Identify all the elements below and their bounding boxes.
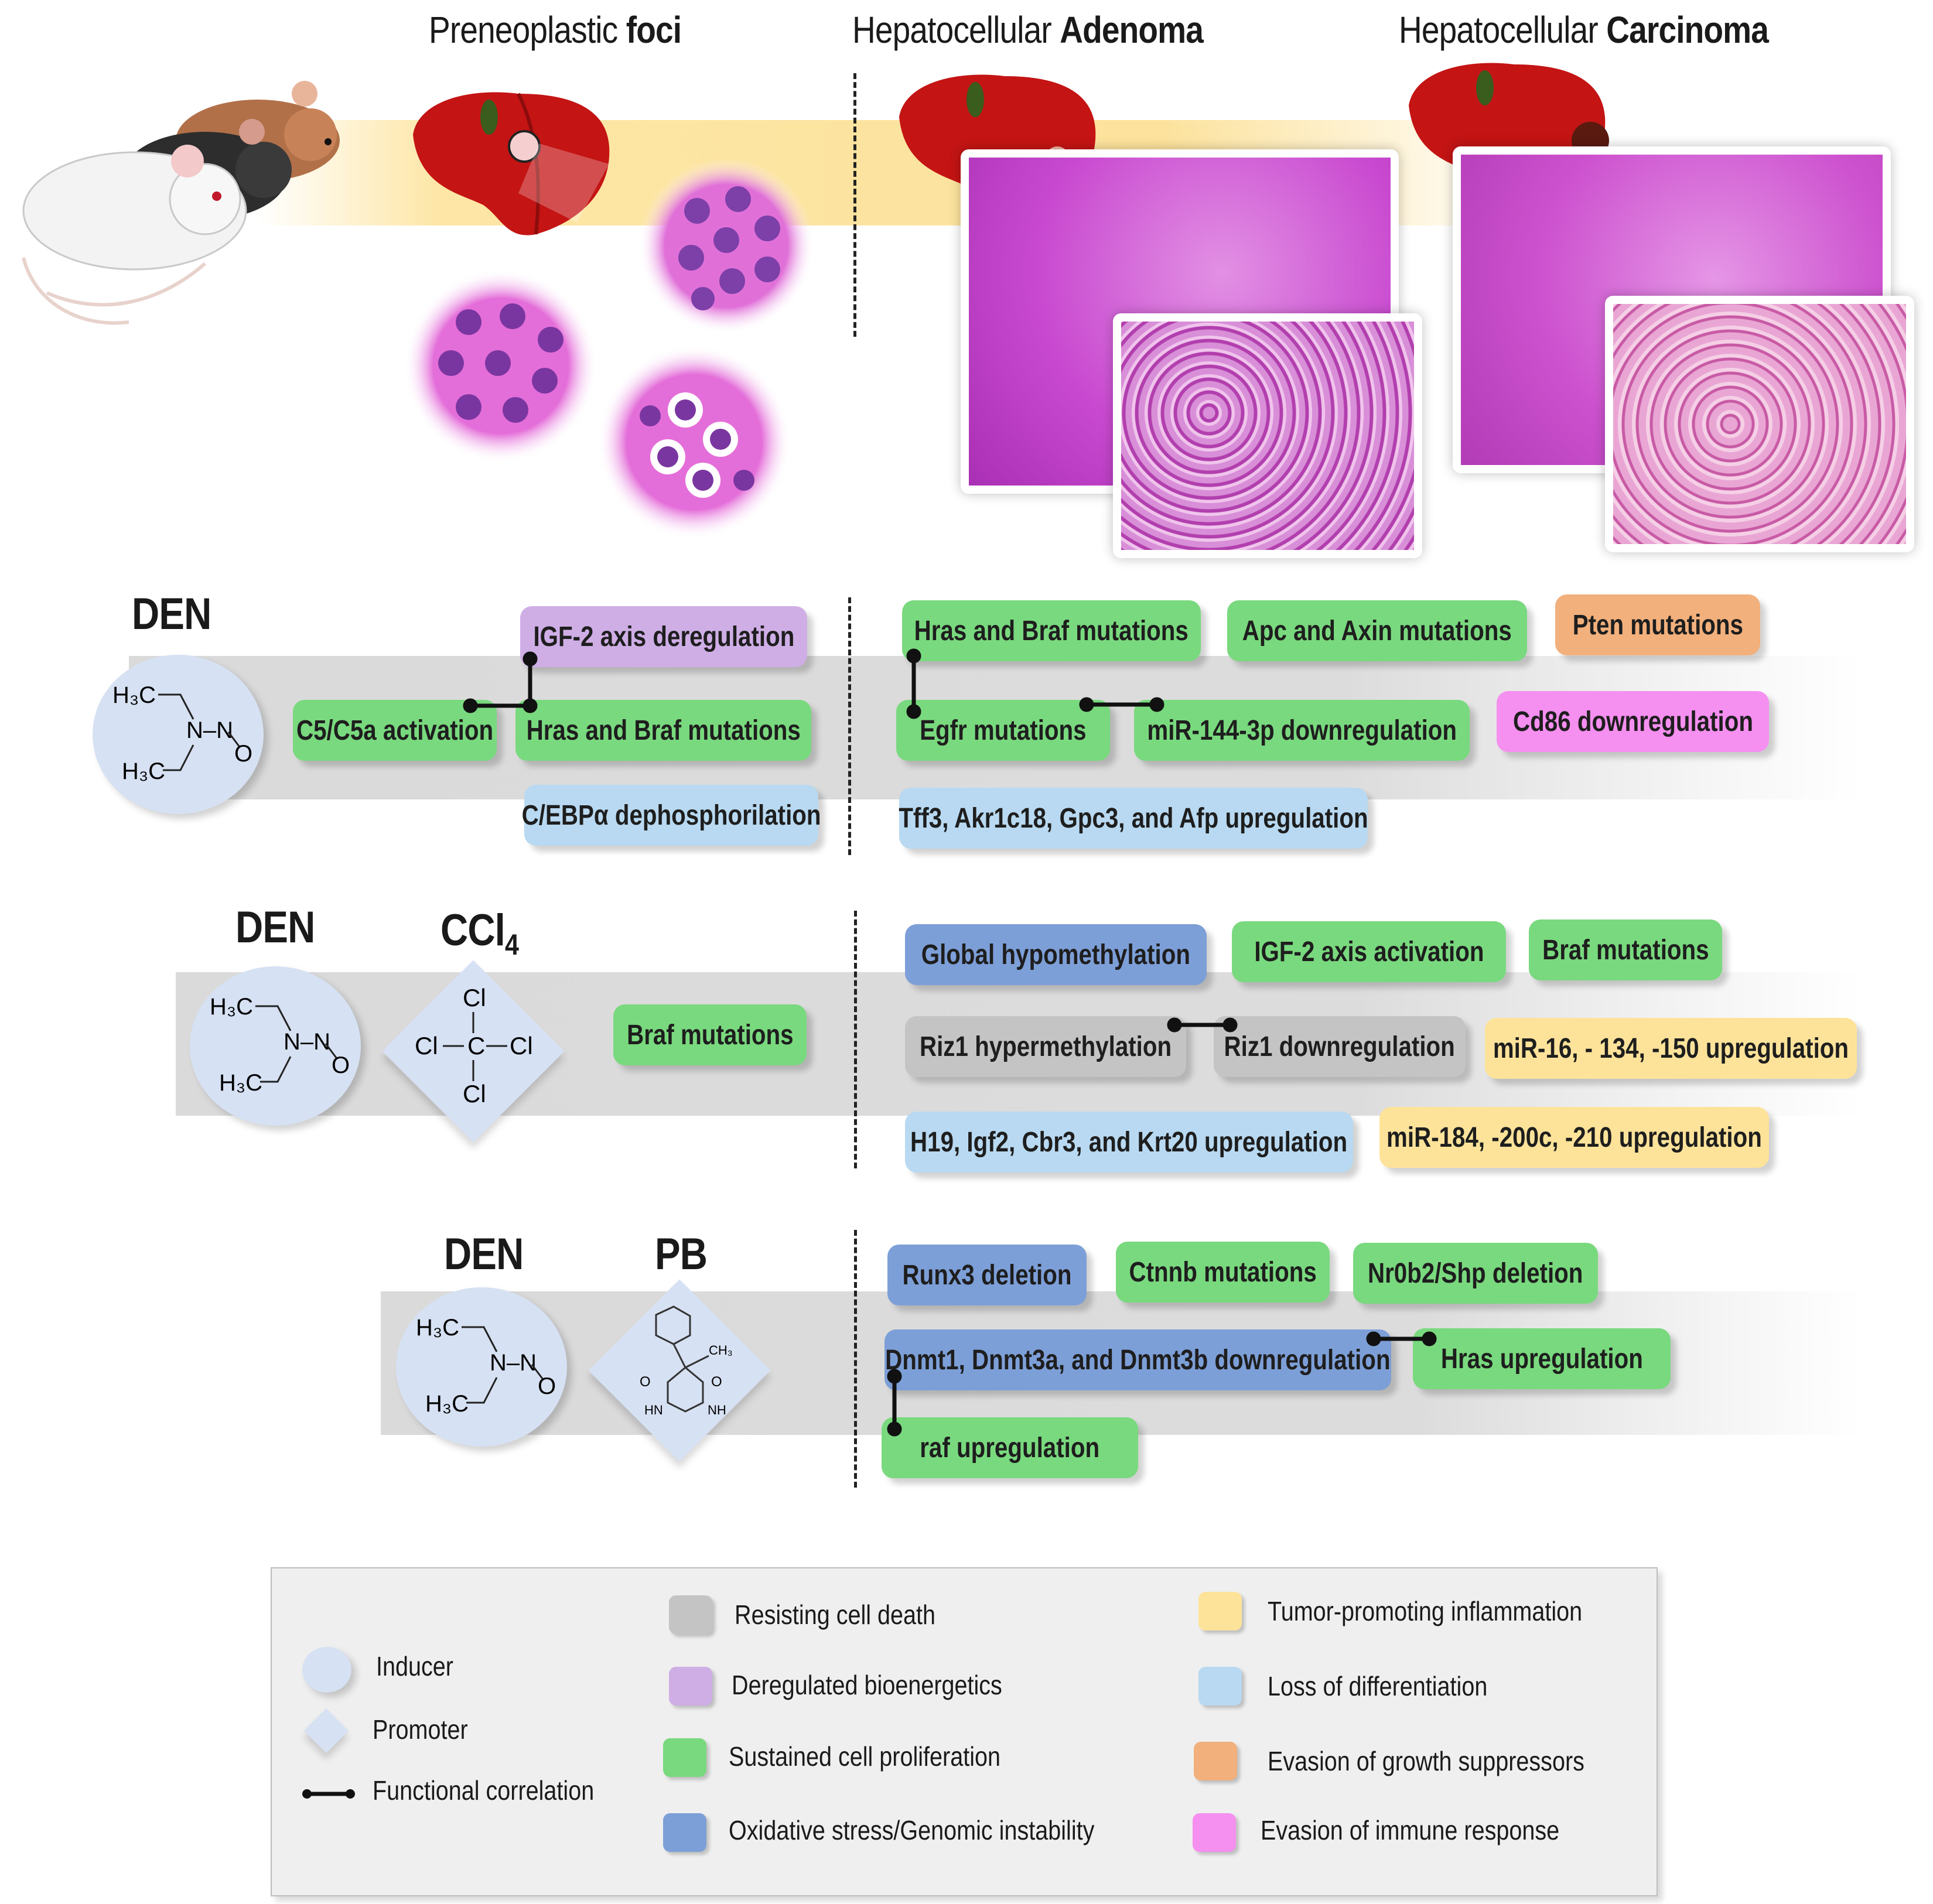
chip-h19: H19, Igf2, Cbr3, and Krt20 upregulation xyxy=(905,1112,1353,1173)
chip-hras-braf-post: Hras and Braf mutations xyxy=(902,600,1201,661)
model3-promoter-label: PB xyxy=(655,1229,708,1279)
chip-runx3: Runx3 deletion xyxy=(887,1245,1087,1305)
chip-riz1-hypermethylation: Riz1 hypermethylation xyxy=(905,1016,1186,1077)
legend-resisting-swatch xyxy=(669,1595,712,1634)
legend-sustained-label: Sustained cell proliferation xyxy=(729,1741,1001,1772)
den-structure-1: H₃C N–N O H₃C xyxy=(112,682,252,784)
chip-mir16: miR-16, - 134, -150 upregulation xyxy=(1485,1018,1857,1079)
legend-functional-correlation-icon xyxy=(302,1789,355,1799)
svg-text:H₃C: H₃C xyxy=(210,994,253,1020)
chip-igf2-deregulation: IGF-2 axis deregulation xyxy=(520,606,807,667)
legend-tumor-swatch xyxy=(1198,1592,1242,1630)
chip-egfr: Egfr mutations xyxy=(896,700,1110,761)
svg-text:O: O xyxy=(711,1374,722,1390)
legend-loss-swatch xyxy=(1198,1667,1242,1705)
stage-title-adenoma: Hepatocellular Adenoma xyxy=(852,9,1204,51)
chip-hras-upregulation: Hras upregulation xyxy=(1413,1328,1671,1389)
chip-c5-activation: C5/C5a activation xyxy=(293,700,497,761)
cell-cluster-b xyxy=(404,269,597,463)
cell-cluster-c xyxy=(597,346,791,539)
legend-evasion-growth-label: Evasion of growth suppressors xyxy=(1268,1746,1584,1776)
model2-inducer-circle xyxy=(190,966,361,1126)
carcinoma-histology-high xyxy=(1605,296,1914,552)
model3-inducer-circle xyxy=(396,1287,567,1447)
liver-preneoplastic xyxy=(413,92,610,235)
chip-apc-axin: Apc and Axin mutations xyxy=(1227,600,1527,661)
svg-text:N–N: N–N xyxy=(490,1350,537,1376)
cell-cluster-a xyxy=(638,158,814,334)
chip-riz1-downregulation: Riz1 downregulation xyxy=(1214,1016,1466,1077)
chip-tff3: Tff3, Akr1c18, Gpc3, and Afp upregulatio… xyxy=(899,788,1368,849)
chip-cebpa: C/EBPα dephosphorilation xyxy=(522,785,821,846)
svg-text:NH: NH xyxy=(708,1403,726,1417)
legend-promoter-swatch xyxy=(303,1708,349,1753)
svg-text:Cl: Cl xyxy=(463,984,486,1011)
svg-text:C: C xyxy=(467,1032,485,1059)
stage-divider-2 xyxy=(848,597,851,855)
chip-dnmt: Dnmt1, Dnmt3a, and Dnmt3b downregulation xyxy=(884,1329,1391,1390)
legend-oxidative-swatch xyxy=(663,1813,706,1852)
pb-structure: CH₃ O O HN NH xyxy=(640,1305,733,1417)
chip-raf-upregulation: raf upregulation xyxy=(882,1417,1138,1478)
legend-deregulated-label: Deregulated bioenergetics xyxy=(732,1670,1002,1700)
legend-inducer-swatch xyxy=(302,1647,351,1693)
stage-title-carcinoma: Hepatocellular Carcinoma xyxy=(1399,9,1769,51)
legend-inducer-label: Inducer xyxy=(376,1651,453,1681)
legend-sustained-swatch xyxy=(663,1738,706,1777)
mice-illustration xyxy=(22,81,340,325)
stage-divider-3 xyxy=(854,911,857,1168)
model2-promoter-label: CCl4 xyxy=(440,905,519,962)
chip-global-hypomethylation: Global hypomethylation xyxy=(905,924,1207,985)
legend-functional-correlation-label: Functional correlation xyxy=(373,1775,595,1806)
chip-braf-pre-m2: Braf mutations xyxy=(613,1004,807,1065)
svg-text:Cl: Cl xyxy=(463,1080,486,1107)
stage-title-preneoplastic: Preneoplastic foci xyxy=(429,9,682,51)
svg-text:H₃C: H₃C xyxy=(425,1391,469,1417)
ccl4-structure: Cl Cl C Cl Cl xyxy=(415,984,533,1107)
chip-cd86: Cd86 downregulation xyxy=(1497,691,1769,752)
model1-inducer-label: DEN xyxy=(132,589,211,639)
legend-evasion-growth-swatch xyxy=(1194,1742,1237,1780)
chip-pten: Pten mutations xyxy=(1555,594,1760,655)
adenoma-histology-high xyxy=(1113,313,1422,558)
chip-mir144: miR-144-3p downregulation xyxy=(1134,700,1470,761)
svg-text:N–N: N–N xyxy=(186,717,233,743)
legend-resisting-label: Resisting cell death xyxy=(735,1599,936,1630)
model3-inducer-label: DEN xyxy=(444,1229,524,1279)
legend-evasion-immune-swatch xyxy=(1193,1813,1236,1852)
legend-evasion-immune-label: Evasion of immune response xyxy=(1261,1815,1560,1845)
chip-hras-braf-pre: Hras and Braf mutations xyxy=(515,700,811,761)
svg-text:HN: HN xyxy=(644,1403,663,1417)
legend-panel: Inducer Promoter Functional correlation … xyxy=(271,1567,1658,1896)
svg-text:CH₃: CH₃ xyxy=(709,1343,733,1358)
chip-mir184: miR-184, -200c, -210 upregulation xyxy=(1379,1107,1769,1168)
svg-text:O: O xyxy=(640,1374,651,1390)
chip-igf2-activation: IGF-2 axis activation xyxy=(1232,921,1506,982)
svg-text:Cl: Cl xyxy=(510,1032,533,1059)
svg-text:Cl: Cl xyxy=(415,1032,438,1059)
legend-tumor-label: Tumor-promoting inflammation xyxy=(1268,1596,1583,1626)
den-structure-2: H₃C N–N O H₃C xyxy=(210,994,350,1096)
svg-text:H₃C: H₃C xyxy=(416,1315,459,1341)
legend-loss-label: Loss of differentiation xyxy=(1268,1671,1488,1701)
svg-text:N–N: N–N xyxy=(284,1029,330,1055)
stage-divider-4 xyxy=(854,1230,857,1488)
chip-nr0b2: Nr0b2/Shp deletion xyxy=(1353,1243,1598,1304)
stage-divider-1 xyxy=(853,73,856,337)
chip-braf-post-m2: Braf mutations xyxy=(1529,919,1722,980)
legend-oxidative-label: Oxidative stress/Genomic instability xyxy=(729,1815,1095,1845)
chip-ctnnb: Ctnnb mutations xyxy=(1116,1242,1330,1303)
svg-text:H₃C: H₃C xyxy=(112,682,156,708)
svg-text:H₃C: H₃C xyxy=(219,1070,262,1096)
legend-deregulated-swatch xyxy=(669,1667,712,1705)
svg-text:H₃C: H₃C xyxy=(122,758,165,784)
model1-inducer-circle xyxy=(93,655,264,814)
den-structure-3: H₃C N–N O H₃C xyxy=(416,1315,556,1417)
legend-promoter-label: Promoter xyxy=(373,1714,468,1745)
model2-inducer-label: DEN xyxy=(235,903,315,952)
